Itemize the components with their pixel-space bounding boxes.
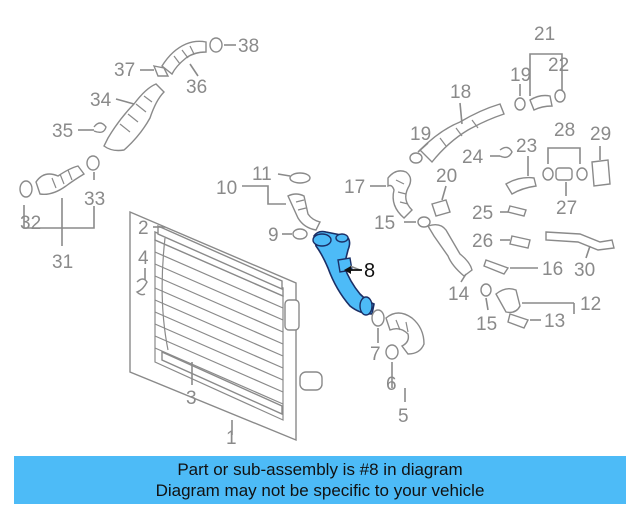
callout-12: 12 — [580, 294, 601, 315]
callout-18: 18 — [450, 82, 471, 103]
callout-20: 20 — [436, 166, 457, 187]
callout-19b: 19 — [510, 65, 531, 86]
callout-15b: 15 — [476, 314, 497, 335]
callout-labels: 1 2 3 4 5 6 7 8 9 10 11 12 13 14 15 15 1… — [20, 24, 611, 449]
banner-line-disclaimer: Diagram may not be specific to your vehi… — [155, 481, 485, 500]
leader-lines — [23, 44, 601, 435]
callout-34: 34 — [90, 90, 112, 111]
part-25 — [507, 205, 527, 217]
callout-35: 35 — [52, 121, 73, 142]
hose-part-5 — [385, 312, 425, 355]
callout-10: 10 — [216, 178, 237, 199]
callout-15a: 15 — [374, 213, 395, 234]
callout-30: 30 — [574, 260, 595, 281]
callout-38: 38 — [238, 36, 259, 57]
clamp-part-35 — [93, 122, 107, 134]
hose-part-34 — [103, 83, 165, 152]
callout-37: 37 — [114, 60, 135, 81]
hose-part-31 — [35, 165, 86, 196]
part-30 — [545, 231, 615, 251]
hose-part-21 — [529, 94, 553, 111]
callout-28: 28 — [554, 120, 575, 141]
callout-16: 16 — [542, 259, 563, 280]
callout-26: 26 — [472, 231, 493, 252]
clamp-part-15b — [480, 283, 492, 297]
callout-8: 8 — [364, 260, 375, 282]
callout-8-arrow — [344, 266, 362, 274]
part-29 — [591, 159, 611, 187]
clamp-part-24 — [499, 146, 513, 159]
callout-11: 11 — [252, 164, 272, 185]
callout-3: 3 — [186, 388, 197, 409]
hose-part-23 — [505, 176, 537, 195]
clamp-part-19b — [514, 97, 526, 111]
callout-2: 2 — [138, 218, 149, 239]
clamp-part-11 — [289, 172, 311, 184]
part-4-clip — [135, 278, 148, 296]
hose-part-36 — [161, 40, 207, 76]
hose-part-10 — [287, 193, 322, 231]
clamp-part-15a — [417, 216, 431, 228]
hose-part-17 — [387, 170, 413, 219]
pipe-part-12 — [495, 287, 521, 314]
part-26 — [509, 235, 531, 249]
clamp-part-33 — [86, 155, 100, 171]
banner-line-part-info: Part or sub-assembly is #8 in diagram — [177, 460, 463, 479]
callout-31: 31 — [52, 252, 73, 273]
callout-1: 1 — [226, 428, 237, 449]
callout-14: 14 — [448, 284, 470, 305]
callout-25: 25 — [472, 203, 493, 224]
ring-part-9 — [292, 228, 308, 240]
intercooler-part-1 — [129, 210, 323, 442]
pipe-part-8-inlet — [312, 233, 332, 247]
pipe-part-14 — [426, 223, 473, 277]
callout-32: 32 — [20, 213, 41, 234]
callout-7: 7 — [370, 344, 381, 365]
callout-27: 27 — [556, 198, 577, 219]
callout-6: 6 — [386, 374, 397, 395]
clamp-part-19a — [409, 152, 423, 164]
pipe-part-8-highlighted — [312, 230, 375, 316]
callout-19a: 19 — [410, 124, 431, 145]
callout-5: 5 — [398, 406, 409, 427]
part-13 — [507, 313, 529, 329]
part-27 — [542, 167, 588, 181]
clamp-part-32 — [19, 180, 33, 198]
clamp-part-7 — [371, 309, 385, 327]
part-20-block — [431, 199, 451, 217]
callout-36: 36 — [186, 77, 207, 98]
hose-part-18 — [419, 103, 505, 164]
pipe-part-8-outlet — [359, 296, 373, 316]
callout-33: 33 — [84, 189, 105, 210]
callout-17: 17 — [344, 177, 365, 198]
callout-21: 21 — [534, 24, 555, 45]
info-banner: Part or sub-assembly is #8 in diagram Di… — [14, 456, 626, 504]
parts-diagram: 1 2 3 4 5 6 7 8 9 10 11 12 13 14 15 15 1… — [19, 24, 615, 449]
callout-24: 24 — [462, 147, 484, 168]
clamp-part-22 — [554, 89, 566, 103]
part-2-strip — [157, 224, 283, 291]
callout-22: 22 — [548, 55, 569, 76]
callout-4: 4 — [138, 248, 149, 269]
clamp-part-38 — [209, 37, 223, 53]
callout-13: 13 — [544, 311, 565, 332]
callout-9: 9 — [268, 225, 279, 246]
callout-29: 29 — [590, 124, 611, 145]
clamp-part-37 — [152, 65, 170, 77]
part-16 — [483, 259, 510, 275]
clamp-part-6 — [385, 344, 399, 360]
callout-23: 23 — [516, 136, 537, 157]
pipe-part-8-port — [335, 233, 349, 243]
